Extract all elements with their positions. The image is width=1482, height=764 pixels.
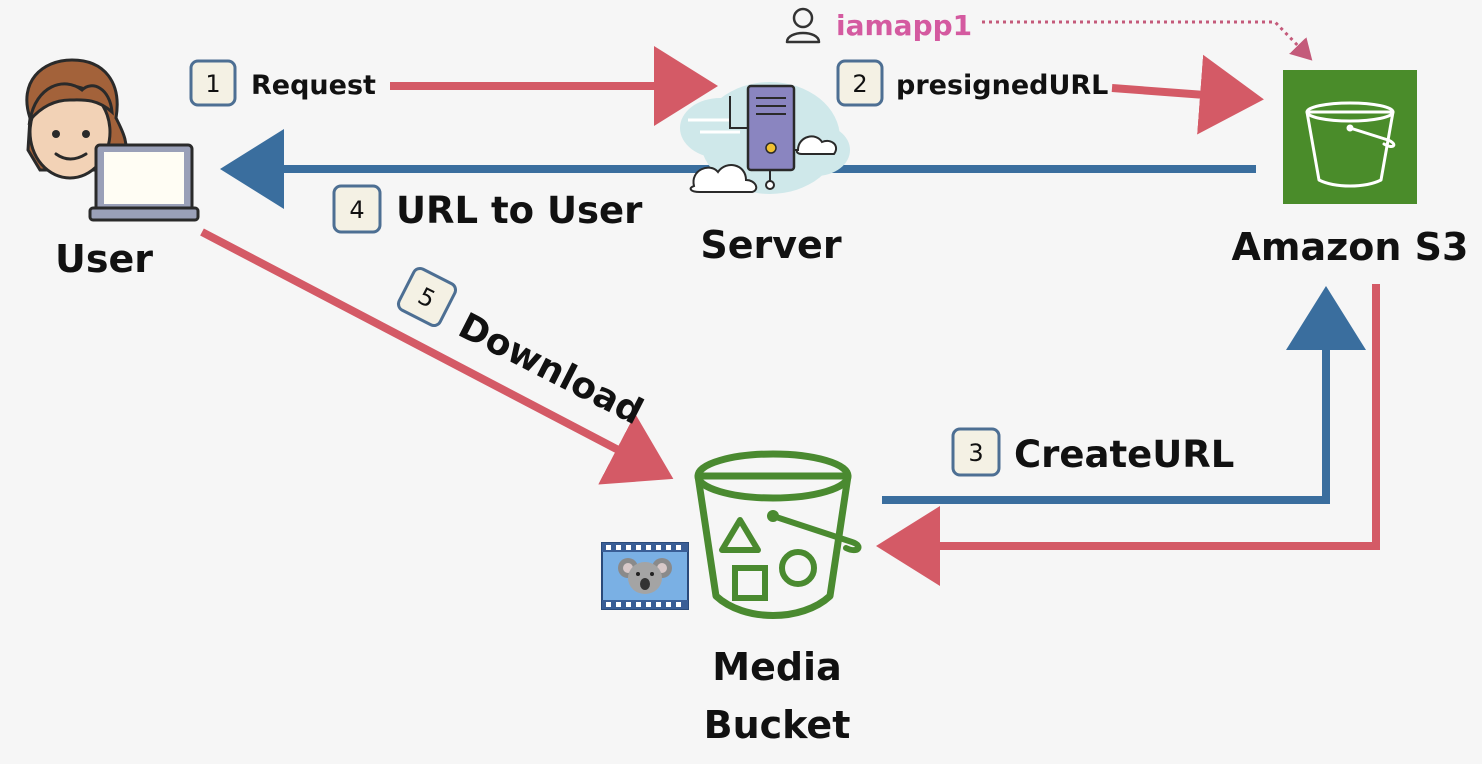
arrow-s3-to-bucket [876, 284, 1380, 586]
step-1-number: 1 [205, 70, 220, 98]
step-badge-3: 3 [951, 427, 1001, 477]
step-2-label: presignedURL [896, 70, 1108, 101]
step-1-label: Request [251, 70, 376, 101]
step-3-label: CreateURL [1014, 433, 1234, 476]
step-badge-5: 5 [396, 266, 458, 328]
step-3-number: 3 [968, 439, 983, 467]
step-badge-4: 4 [332, 184, 382, 234]
bucket-label-line1: Media [712, 645, 841, 689]
arrow-iam-dotted [982, 20, 1313, 61]
step-4-number: 4 [349, 196, 364, 224]
s3-label: Amazon S3 [1232, 225, 1469, 269]
step-4-label: URL to User [396, 189, 643, 232]
bucket-label-line2: Bucket [704, 703, 851, 747]
step-badge-2: 2 [836, 59, 884, 107]
user-label: User [55, 237, 153, 281]
server-label: Server [700, 223, 841, 267]
iam-user-icon [785, 7, 821, 44]
arrow-presigned-url [1111, 54, 1264, 135]
s3-bucket-icon [1283, 70, 1417, 204]
server-cloud-icon [680, 82, 850, 194]
step-2-number: 2 [852, 70, 867, 98]
step-badge-1: 1 [189, 59, 237, 107]
media-bucket-icon [694, 450, 862, 619]
iam-user-label: iamapp1 [836, 9, 972, 42]
koala-video-thumbnail-icon [601, 542, 689, 610]
arrow-download [200, 228, 674, 485]
arrow-create-url-up [882, 286, 1366, 504]
person-with-laptop-icon [25, 58, 200, 222]
